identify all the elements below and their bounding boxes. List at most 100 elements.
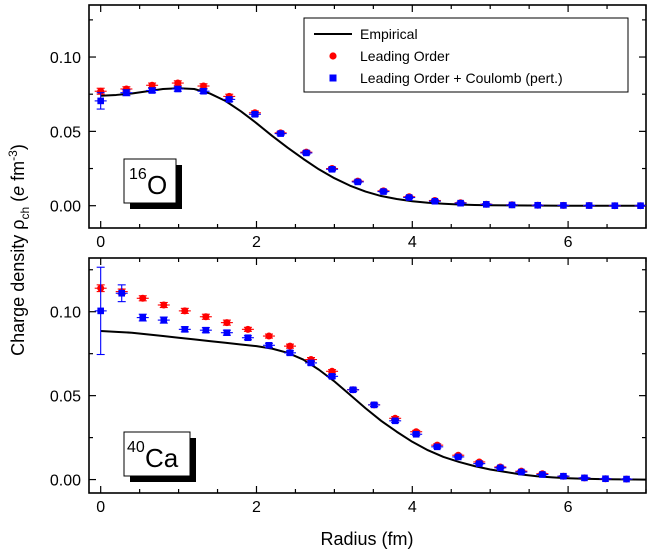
legend-box	[303, 17, 629, 93]
marker-circle	[160, 301, 168, 309]
marker-square	[560, 202, 567, 209]
bottom-point-leading-order	[283, 342, 296, 350]
marker-square	[200, 87, 207, 95]
bottom-y-tick-label: 0.10	[50, 305, 81, 322]
marker-square	[475, 460, 483, 467]
bottom-point-coulomb	[389, 417, 402, 425]
marker-square	[405, 194, 413, 201]
marker-square	[148, 87, 156, 94]
legend: Empirical Leading Order Leading Order + …	[303, 17, 629, 93]
top-point-coulomb	[300, 149, 313, 157]
top-point-coulomb	[634, 202, 646, 209]
marker-square	[118, 289, 126, 297]
marker-square	[518, 468, 525, 476]
bottom-point-coulomb	[326, 373, 339, 380]
marker-circle	[223, 319, 231, 327]
bottom-point-coulomb	[494, 464, 507, 472]
bottom-point-coulomb	[136, 313, 149, 322]
marker-square	[354, 178, 362, 186]
bottom-point-coulomb	[241, 334, 254, 342]
bottom-data-layer	[94, 266, 646, 483]
bottom-point-leading-order	[199, 313, 212, 321]
top-point-coulomb	[454, 199, 467, 207]
marker-square	[181, 326, 189, 333]
marker-square	[139, 314, 147, 321]
bottom-x-tick-label: 2	[252, 499, 261, 516]
marker-square	[560, 472, 567, 480]
bottom-x-tick-label: 6	[564, 499, 573, 516]
top-point-coulomb	[326, 165, 339, 173]
bottom-point-leading-order	[220, 319, 233, 327]
marker-square	[225, 96, 233, 103]
top-point-coulomb	[531, 201, 544, 209]
top-x-tick-label: 2	[252, 234, 261, 251]
marker-circle	[286, 342, 294, 350]
top-point-coulomb	[94, 92, 107, 110]
marker-square	[508, 201, 516, 209]
bottom-point-coulomb	[536, 471, 549, 478]
marker-square	[202, 326, 210, 334]
marker-square	[251, 110, 259, 118]
marker-square	[328, 165, 336, 173]
top-y-tick-label: 0.10	[50, 50, 81, 67]
top-y-tick-label: 0.00	[50, 199, 81, 216]
legend-marker-leading-order	[329, 52, 337, 60]
y-axis-title-sub: ch	[18, 207, 32, 220]
marker-square	[433, 443, 441, 451]
top-point-coulomb	[120, 89, 133, 97]
nucleus-symbol: Ca	[145, 443, 179, 473]
bottom-point-coulomb	[305, 359, 318, 367]
marker-circle	[139, 294, 147, 302]
bottom-y-tick-label: 0.00	[50, 473, 81, 490]
marker-square	[370, 401, 378, 409]
marker-square	[454, 453, 462, 461]
marker-square	[457, 199, 464, 207]
y-axis-title-open: (	[8, 196, 28, 207]
bottom-y-tick-label: 0.05	[50, 389, 81, 406]
bottom-axis-ticks: 0 2 4 6 0.00 0.05 0.10	[50, 258, 647, 516]
top-y-tick-label: 0.05	[50, 124, 81, 141]
marker-square	[602, 475, 609, 483]
top-x-tick-label: 4	[408, 234, 417, 251]
bottom-point-coulomb	[178, 326, 191, 333]
top-x-tick-label: 0	[96, 234, 105, 251]
marker-square	[174, 85, 182, 93]
bottom-x-tick-label: 0	[96, 499, 105, 516]
bottom-point-coulomb	[620, 475, 633, 483]
marker-square	[483, 201, 490, 208]
legend-label-coulomb: Leading Order + Coulomb (pert.)	[360, 70, 563, 86]
bottom-point-coulomb	[515, 468, 528, 476]
top-point-coulomb	[197, 87, 210, 95]
marker-square	[223, 329, 231, 336]
marker-square	[97, 97, 104, 105]
nucleus-label-box	[123, 431, 191, 477]
marker-square	[412, 430, 420, 438]
y-axis-title-main: Charge density ρ	[8, 220, 28, 356]
marker-square	[581, 474, 588, 482]
x-axis-title: Radius (fm)	[320, 529, 413, 549]
marker-circle	[148, 81, 156, 89]
top-point-coulomb	[480, 201, 493, 208]
marker-square	[534, 201, 542, 209]
y-axis-title-close: )	[8, 144, 28, 150]
bottom-point-coulomb	[473, 460, 486, 467]
marker-circle	[244, 325, 252, 333]
bottom-point-coulomb	[347, 386, 360, 394]
bottom-x-tick-label: 4	[408, 499, 417, 516]
bottom-point-coulomb	[599, 475, 612, 483]
marker-square	[265, 341, 273, 349]
y-axis-title-sup: -3	[6, 150, 20, 161]
y-axis-title: Charge density ρch (e fm-3)	[6, 144, 32, 356]
top-point-coulomb	[377, 188, 390, 195]
marker-circle	[202, 313, 210, 321]
bottom-point-coulomb	[94, 266, 107, 356]
marker-square	[497, 464, 504, 472]
marker-square	[391, 417, 399, 425]
bottom-point-coulomb	[157, 316, 170, 324]
bottom-point-coulomb	[262, 341, 275, 349]
marker-square	[244, 334, 252, 342]
marker-square	[328, 373, 336, 380]
